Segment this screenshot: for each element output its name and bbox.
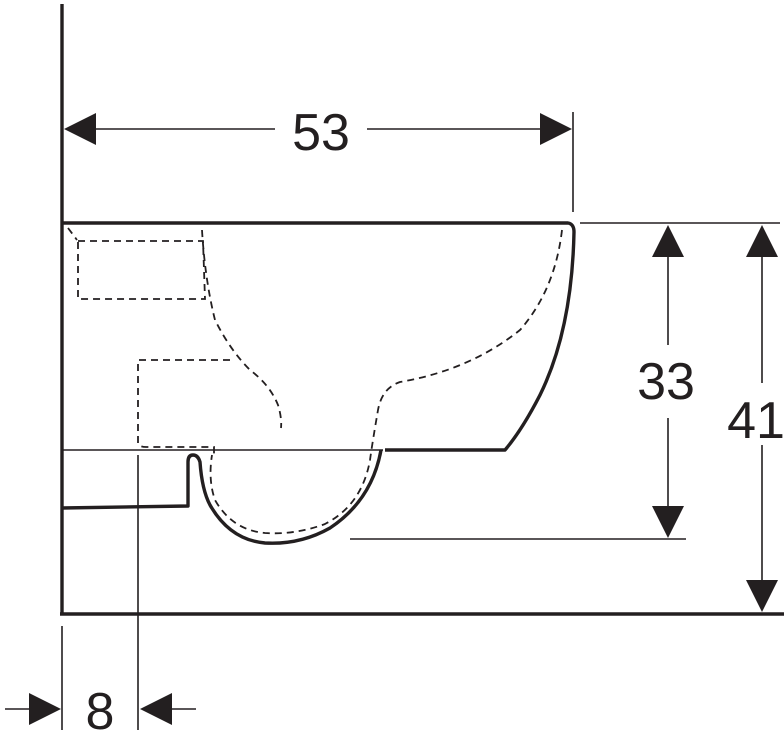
bowl-height-arrow-up	[652, 225, 684, 257]
hidden-rim-edge	[67, 227, 78, 241]
bowl-trap-outline	[61, 449, 383, 545]
total-height-dimension-label: 41	[727, 392, 784, 450]
offset-arrow-left	[140, 693, 172, 725]
offset-dimension-label: 8	[86, 683, 115, 736]
width-dimension-label: 53	[292, 104, 350, 162]
bowl-height-arrow-down	[652, 506, 684, 538]
width-arrow-left	[64, 113, 96, 145]
bowl-height-dimension-label: 33	[637, 353, 695, 411]
hidden-inlet-curve	[201, 229, 283, 429]
total-height-arrow-down	[746, 580, 778, 612]
hidden-fixing-box	[77, 240, 206, 300]
hidden-bowl-interior	[209, 229, 563, 535]
toilet-body-outline	[62, 221, 576, 452]
hidden-outlet-box	[137, 359, 230, 458]
total-height-arrow-up	[746, 225, 778, 257]
width-arrow-right	[540, 113, 572, 145]
offset-arrow-right	[29, 693, 61, 725]
